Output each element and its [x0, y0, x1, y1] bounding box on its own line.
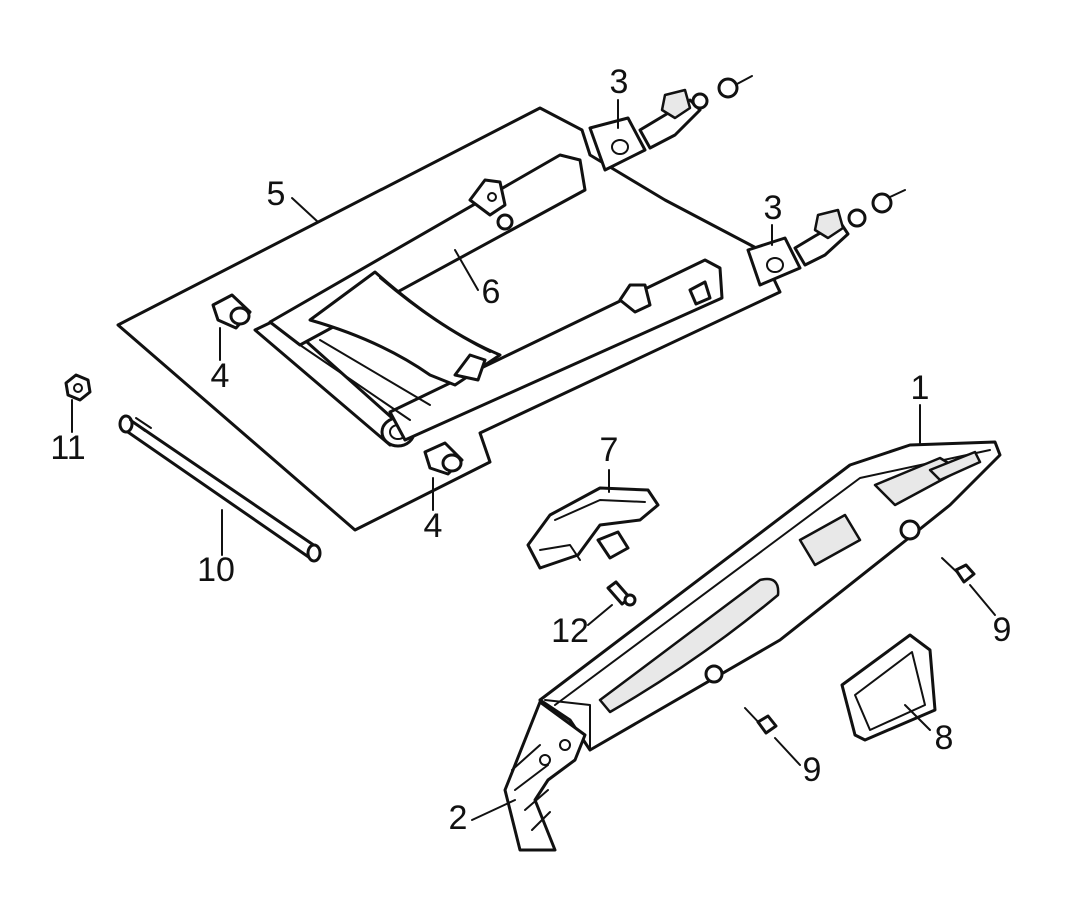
callout-10: 10 [197, 551, 235, 589]
part-8-emblem [840, 633, 937, 742]
callout-1: 1 [911, 369, 930, 407]
part-9-bolt-lower [744, 707, 778, 735]
part-4-bushing-upper [211, 293, 252, 330]
callout-2: 2 [449, 799, 468, 837]
part-3-chain-adjuster-upper [588, 75, 753, 172]
part-7-chain-guide [526, 486, 660, 570]
part-9-bolt-upper [941, 557, 976, 584]
part-4-bushing-lower [423, 441, 464, 476]
callout-11: 11 [50, 429, 85, 467]
part-11-nut [64, 373, 92, 402]
part-2-drive-chain [503, 700, 587, 852]
part-10-pivot-shaft [118, 414, 322, 563]
leader-lines [71, 99, 996, 821]
part-3-chain-adjuster-lower [746, 189, 906, 287]
callout-4-upper: 4 [211, 357, 230, 395]
callout-6: 6 [482, 273, 501, 311]
callout-7: 7 [600, 431, 619, 469]
part-6-swingarm-frame [253, 153, 724, 448]
callout-9-lower: 9 [803, 751, 822, 789]
callout-3-lower: 3 [764, 189, 783, 227]
part-5-swingarm-assembly-outline [116, 106, 782, 532]
part-1-chain-case [538, 440, 1002, 752]
callout-3-upper: 3 [610, 63, 629, 101]
part-12-screw [606, 580, 637, 607]
callout-9-upper: 9 [993, 611, 1012, 649]
callout-labels: 1 2 3 3 4 4 5 6 7 8 9 9 10 11 12 [50, 63, 1011, 837]
callout-4-lower: 4 [424, 507, 443, 545]
callout-12: 12 [551, 612, 589, 650]
callout-8: 8 [935, 719, 954, 757]
callout-5: 5 [267, 175, 286, 213]
